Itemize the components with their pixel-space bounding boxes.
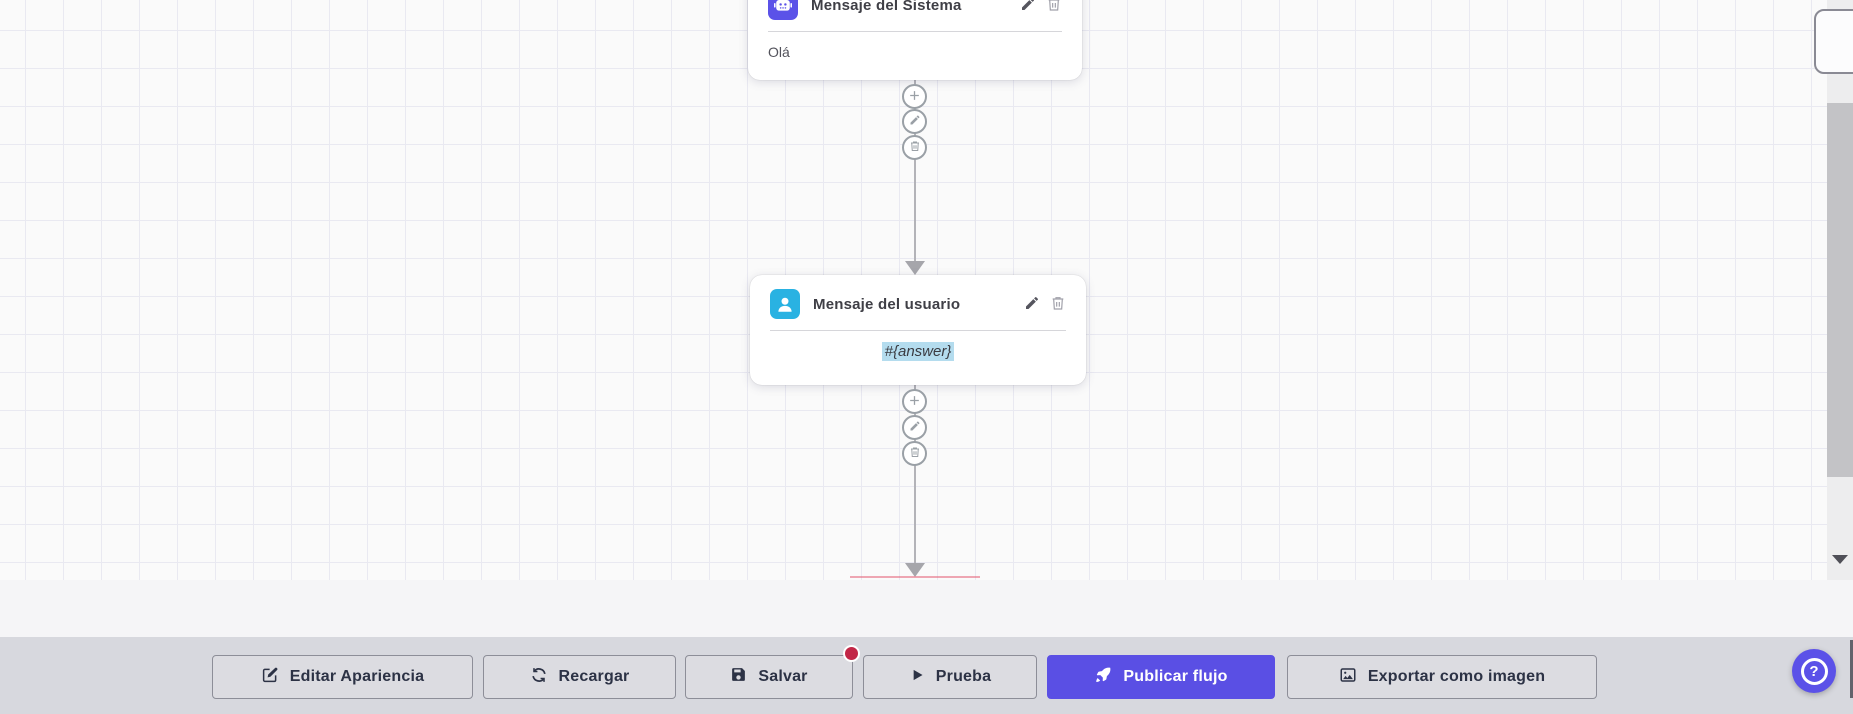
button-label: Exportar como imagen [1367, 668, 1546, 685]
edit-step-button[interactable] [902, 109, 927, 134]
answer-variable-chip[interactable]: #{answer} [881, 342, 955, 361]
canvas-scrollbar-thumb[interactable] [1827, 103, 1853, 477]
node-header: Mensaje del usuario [750, 275, 1086, 327]
pencil-icon [1024, 295, 1040, 314]
top-right-panel-outline [1814, 9, 1853, 74]
button-label: Editar Apariencia [289, 668, 425, 685]
pencil-icon [909, 114, 921, 129]
trash-icon [1046, 0, 1062, 15]
unsaved-changes-badge [843, 645, 860, 662]
node-title: Mensaje del Sistema [811, 0, 962, 14]
delete-step-button[interactable] [902, 135, 927, 160]
image-icon [1339, 666, 1357, 689]
node-content: Olá [768, 44, 790, 60]
question-mark-icon: ? [1800, 657, 1828, 685]
flow-canvas[interactable]: Mensaje del Sistema [0, 0, 1853, 580]
outer-scrollbar-edge [1850, 640, 1853, 698]
node-header: Mensaje del Sistema [748, 0, 1082, 28]
edit-node-button[interactable] [1024, 295, 1040, 314]
flow-arrow-down-icon [905, 261, 925, 275]
edit-appearance-button[interactable]: Editar Apariencia [212, 655, 473, 699]
play-icon [909, 667, 925, 688]
robot-icon [768, 0, 798, 20]
trash-icon [909, 140, 921, 155]
bottom-toolbar: Editar Apariencia Recargar Salvar [0, 637, 1853, 714]
flow-connector-line [914, 383, 916, 565]
next-node-edge-indicator [850, 576, 980, 578]
pencil-icon [1020, 0, 1036, 15]
edit-node-button[interactable] [1020, 0, 1036, 15]
node-title: Mensaje del usuario [813, 295, 961, 313]
refresh-icon [530, 666, 548, 689]
button-label: Publicar flujo [1123, 668, 1228, 685]
publish-flow-button[interactable]: Publicar flujo [1047, 655, 1275, 699]
button-label: Recargar [558, 668, 630, 685]
user-icon [770, 289, 800, 319]
node-divider [768, 31, 1062, 32]
button-label: Salvar [758, 668, 808, 685]
plus-icon [908, 394, 921, 410]
node-divider [770, 330, 1066, 331]
export-image-button[interactable]: Exportar como imagen [1287, 655, 1597, 699]
node-user-message[interactable]: Mensaje del usuario [750, 275, 1086, 385]
rocket-icon [1094, 666, 1112, 689]
trash-icon [909, 446, 921, 461]
trash-icon [1050, 295, 1066, 314]
test-button[interactable]: Prueba [863, 655, 1037, 699]
save-icon [730, 666, 747, 688]
save-button[interactable]: Salvar [685, 655, 853, 699]
edit-icon [261, 666, 279, 689]
help-button[interactable]: ? [1792, 649, 1836, 693]
delete-node-button[interactable] [1050, 295, 1066, 314]
button-label: Prueba [935, 668, 992, 685]
add-step-button[interactable] [902, 389, 927, 414]
flow-arrow-down-icon [905, 563, 925, 577]
pencil-icon [909, 420, 921, 435]
edit-step-button[interactable] [902, 415, 927, 440]
reload-button[interactable]: Recargar [483, 655, 676, 699]
delete-node-button[interactable] [1046, 0, 1062, 15]
plus-icon [908, 89, 921, 105]
delete-step-button[interactable] [902, 441, 927, 466]
add-step-button[interactable] [902, 84, 927, 109]
node-system-message[interactable]: Mensaje del Sistema [748, 0, 1082, 80]
scroll-down-arrow-icon[interactable] [1832, 555, 1848, 564]
flow-connector-line [914, 78, 916, 263]
